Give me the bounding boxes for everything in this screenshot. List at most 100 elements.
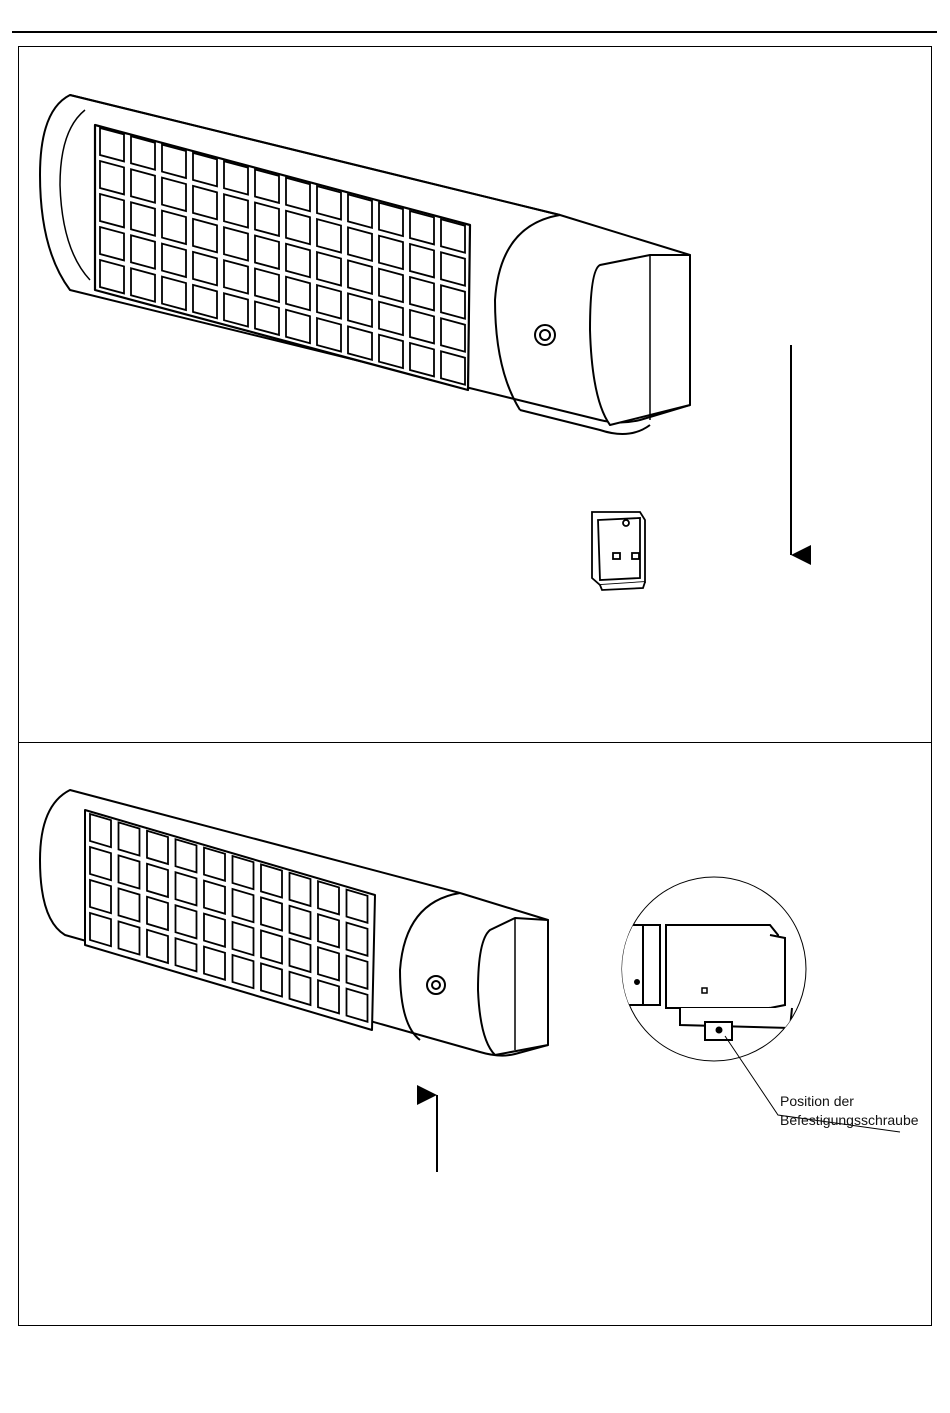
- grill-cell: [224, 194, 248, 227]
- grill-cell: [379, 203, 403, 236]
- grill-cell: [193, 153, 217, 186]
- grill-cell: [90, 847, 111, 880]
- grill-cell: [233, 955, 254, 988]
- grill-cell: [131, 235, 155, 268]
- grill-cell: [224, 161, 248, 194]
- grill-cell: [224, 260, 248, 293]
- grill-cell: [119, 888, 140, 921]
- grill-cell: [162, 145, 186, 178]
- grill-cell: [379, 269, 403, 302]
- grill-cell: [204, 881, 225, 914]
- grill-cell: [100, 128, 124, 161]
- wall-bracket-drawing: [592, 512, 645, 590]
- grill-cell: [255, 170, 279, 203]
- grill-cell: [255, 236, 279, 269]
- grill-cell: [379, 302, 403, 335]
- grill-cell: [347, 989, 368, 1022]
- grill-cell: [131, 268, 155, 301]
- grill-cell: [286, 277, 310, 310]
- grill-cell: [90, 913, 111, 946]
- grill-cell: [290, 906, 311, 939]
- grill-cell: [261, 864, 282, 897]
- grill-cell: [379, 236, 403, 269]
- grill-cell: [204, 914, 225, 947]
- grill-cell: [348, 293, 372, 326]
- grill-cell: [318, 881, 339, 914]
- grill-cell: [410, 310, 434, 343]
- grill-cell: [441, 351, 465, 384]
- grill-cell: [347, 890, 368, 923]
- grill-cell: [193, 186, 217, 219]
- grill-cell: [286, 211, 310, 244]
- grill-cell: [286, 310, 310, 343]
- grill-cell: [255, 302, 279, 335]
- grill-cell: [147, 897, 168, 930]
- grill-cell: [318, 914, 339, 947]
- grill-cell: [410, 211, 434, 244]
- grill-cell: [224, 227, 248, 260]
- grill-cell: [162, 211, 186, 244]
- grill-cell: [162, 277, 186, 310]
- grill-cell: [318, 980, 339, 1013]
- grill-cell: [147, 831, 168, 864]
- grill-cell: [410, 343, 434, 376]
- grill-cell: [348, 194, 372, 227]
- grill-cell: [348, 326, 372, 359]
- grill-cell: [131, 136, 155, 169]
- grill-cell: [410, 277, 434, 310]
- grill-cell: [317, 285, 341, 318]
- grill-cell: [441, 252, 465, 285]
- grill-cell: [193, 285, 217, 318]
- grill-cell: [317, 186, 341, 219]
- grill-cell: [90, 880, 111, 913]
- grill-cell: [233, 889, 254, 922]
- grill-cell: [100, 227, 124, 260]
- grill-cell: [379, 335, 403, 368]
- grill-cell: [176, 905, 197, 938]
- grill-cell: [176, 872, 197, 905]
- grill-cell: [410, 244, 434, 277]
- grill-cell: [290, 873, 311, 906]
- grill-cell: [348, 260, 372, 293]
- grill-cell: [100, 194, 124, 227]
- grill-cell: [100, 161, 124, 194]
- grill-cell: [233, 856, 254, 889]
- grill-cell: [290, 972, 311, 1005]
- grill-cell: [261, 963, 282, 996]
- grill-cell: [176, 839, 197, 872]
- grill-cell: [131, 202, 155, 235]
- grill-cell: [147, 930, 168, 963]
- grill-cell: [193, 252, 217, 285]
- grill-cell: [318, 947, 339, 980]
- grill-cell: [119, 921, 140, 954]
- grill-cell: [441, 285, 465, 318]
- detail-magnifier: [610, 877, 806, 1061]
- grill-cell: [147, 864, 168, 897]
- grill-cell: [162, 178, 186, 211]
- grill-cell: [317, 252, 341, 285]
- grill-cell: [204, 848, 225, 881]
- grill-cell: [131, 169, 155, 202]
- grill-cell: [290, 939, 311, 972]
- grill-cell: [261, 930, 282, 963]
- grill-cell: [193, 219, 217, 252]
- callout-line-2: Befestigungsschraube: [780, 1111, 930, 1130]
- grill-cell: [441, 219, 465, 252]
- grill-cell: [119, 855, 140, 888]
- grill-cell: [286, 178, 310, 211]
- grill-cell: [255, 269, 279, 302]
- grill-cell: [347, 956, 368, 989]
- grill-cell: [348, 227, 372, 260]
- grill-cell: [233, 922, 254, 955]
- screw-position-callout: Position der Befestigungsschraube: [780, 1092, 930, 1130]
- grill-cell: [204, 947, 225, 980]
- grill-cell: [224, 293, 248, 326]
- grill-cell: [441, 318, 465, 351]
- grill-cell: [347, 923, 368, 956]
- callout-line-1: Position der: [780, 1092, 930, 1111]
- grill-cell: [317, 219, 341, 252]
- grill-cell: [176, 938, 197, 971]
- grill-cell: [100, 260, 124, 293]
- grill-cell: [261, 897, 282, 930]
